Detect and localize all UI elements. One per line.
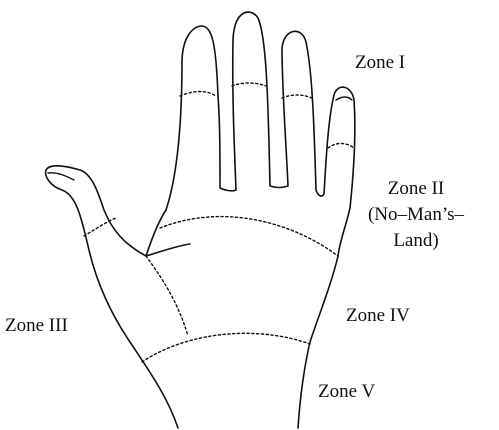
zone1-boundary-little [328,144,354,149]
thumb-zone-boundary [84,218,116,236]
label-zone-1: Zone I [355,52,405,74]
label-zone-4: Zone IV [346,305,410,327]
hand-outline [46,12,355,428]
label-zone-2-line3: Land) [356,230,476,252]
zone1-boundary-index [180,92,216,97]
label-zone-5: Zone V [318,381,375,403]
zone3-4-divider [146,256,188,336]
little-finger-tip-line [336,97,352,100]
thumb-nail [48,173,74,180]
palm-crease [146,244,190,256]
label-zone-2: Zone II (No–Man’s– Land) [356,178,476,252]
zone2-boundary [160,217,338,256]
label-zone-2-line1: Zone II [356,178,476,200]
label-zone-3: Zone III [5,315,68,337]
zone1-boundary-middle [232,83,266,86]
label-zone-2-line2: (No–Man’s– [356,204,476,226]
zone4-boundary [142,333,310,362]
zone1-boundary-ring [282,95,312,98]
